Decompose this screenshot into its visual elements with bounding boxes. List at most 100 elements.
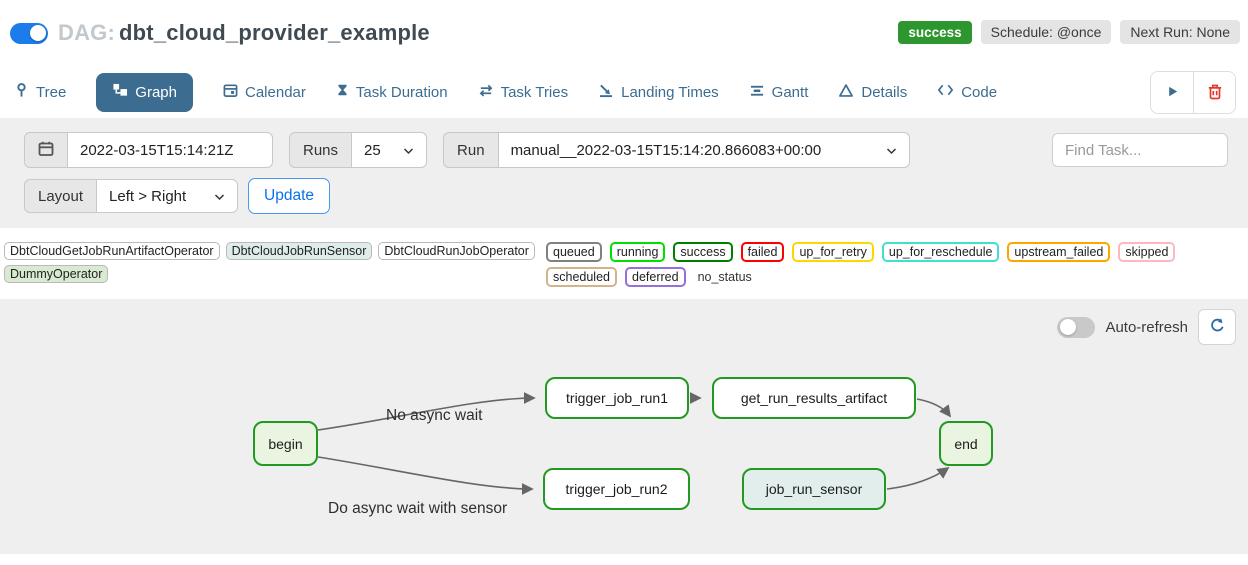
tab-graph[interactable]: Graph (96, 72, 193, 112)
runs-label: Runs (289, 132, 353, 168)
next-run-badge: Next Run: None (1120, 20, 1240, 44)
layout-select[interactable]: Left > Right (96, 179, 239, 213)
dag-header: DAG:dbt_cloud_provider_example success S… (0, 0, 1248, 70)
tab-label: Gantt (771, 83, 809, 101)
view-tabs: Tree Graph Calendar Task Duration Task T… (0, 70, 1248, 114)
state-chip[interactable]: queued (546, 242, 602, 262)
state-chip[interactable]: skipped (1118, 242, 1176, 262)
base-date-field (67, 132, 273, 168)
edge-label: Do async wait with sensor (328, 500, 508, 517)
dag-pause-toggle[interactable] (10, 22, 48, 44)
toggle-knob (29, 25, 46, 41)
dag-name: dbt_cloud_provider_example (119, 20, 430, 45)
state-chip[interactable]: success (673, 242, 733, 262)
task-node-job-run-sensor[interactable]: job_run_sensor (742, 468, 886, 510)
no-status-label: no_status (697, 270, 752, 284)
operator-chip: DbtCloudJobRunSensor (225, 242, 373, 260)
operator-legend: DbtCloudGetJobRunArtifactOperator DbtClo… (4, 242, 546, 283)
tab-label: Details (861, 83, 908, 101)
tab-label: Task Duration (355, 83, 448, 101)
page-title: DAG:dbt_cloud_provider_example (58, 20, 430, 46)
calendar-icon (223, 82, 238, 102)
legend: DbtCloudGetJobRunArtifactOperator DbtClo… (4, 242, 1248, 287)
toggle-knob (1059, 319, 1076, 335)
run-group: Run manual__2022-03-15T15:14:20.866083+0… (443, 132, 910, 168)
dag-title-prefix: DAG: (58, 20, 116, 45)
tab-calendar[interactable]: Calendar (223, 82, 306, 102)
tab-label: Tree (36, 83, 67, 101)
state-chip[interactable]: up_for_reschedule (881, 242, 1000, 262)
tab-label: Calendar (245, 83, 306, 101)
tab-label: Graph (135, 83, 177, 101)
trigger-dag-button[interactable] (1151, 72, 1193, 113)
refresh-button[interactable] (1198, 309, 1236, 345)
edge-sensor-end (886, 466, 950, 490)
run-value: manual__2022-03-15T15:14:20.866083+00:00 (510, 141, 822, 159)
state-chip[interactable]: deferred (625, 267, 686, 287)
chevron-down-icon (403, 142, 414, 159)
edge-begin-run2 (317, 456, 534, 495)
run-label: Run (443, 132, 499, 168)
tab-details[interactable]: Details (838, 83, 907, 102)
state-chip[interactable]: failed (740, 242, 785, 262)
repeat-icon (478, 83, 494, 102)
tab-landing-times[interactable]: Landing Times (598, 83, 719, 102)
runs-value: 25 (364, 141, 381, 159)
operator-chip: DbtCloudGetJobRunArtifactOperator (4, 242, 220, 260)
task-node-end[interactable]: end (939, 421, 993, 466)
auto-refresh-label: Auto-refresh (1105, 318, 1188, 336)
tree-icon (14, 82, 29, 102)
layout-label: Layout (24, 179, 98, 213)
base-date-group (24, 132, 273, 168)
edge-artifact-end (916, 398, 952, 418)
layout-group: Layout Left > Right (24, 179, 239, 213)
state-chip[interactable]: running (609, 242, 666, 262)
find-task-input[interactable] (1052, 133, 1228, 167)
calendar-picker-button[interactable] (24, 132, 68, 168)
graph-panel: No async wait Do async wait with sensor … (0, 299, 1248, 554)
edge-begin-run1 (317, 392, 536, 431)
state-chip[interactable]: up_for_retry (792, 242, 874, 262)
chevron-down-icon (886, 142, 897, 159)
layout-value: Left > Right (109, 187, 187, 205)
status-badge: success (898, 20, 972, 44)
refresh-icon (1209, 317, 1226, 337)
run-select[interactable]: manual__2022-03-15T15:14:20.866083+00:00 (497, 132, 910, 168)
trash-icon (1207, 83, 1223, 103)
task-node-get-run-results-artifact[interactable]: get_run_results_artifact (712, 377, 916, 419)
code-icon (937, 83, 954, 101)
schedule-badge: Schedule: @once (980, 20, 1112, 44)
tab-code[interactable]: Code (937, 83, 997, 101)
filter-panel: Runs 25 Run manual__2022-03-15T15:14:20.… (0, 118, 1248, 228)
tab-task-duration[interactable]: Task Duration (336, 82, 448, 102)
state-chip[interactable]: scheduled (546, 267, 617, 287)
graph-icon (112, 83, 128, 102)
dag-edges (317, 392, 952, 495)
triangle-icon (838, 83, 854, 102)
tab-tree[interactable]: Tree (14, 82, 66, 102)
update-button[interactable]: Update (248, 178, 331, 214)
operator-chip: DummyOperator (4, 265, 109, 283)
runs-group: Runs 25 (289, 132, 428, 168)
tab-label: Code (961, 83, 998, 101)
task-node-trigger-job-run1[interactable]: trigger_job_run1 (545, 377, 689, 419)
runs-select[interactable]: 25 (351, 132, 428, 168)
auto-refresh-toggle[interactable] (1057, 316, 1096, 338)
state-chip[interactable]: upstream_failed (1007, 242, 1111, 262)
task-node-begin[interactable]: begin (253, 421, 318, 466)
task-node-trigger-job-run2[interactable]: trigger_job_run2 (543, 468, 690, 510)
tab-task-tries[interactable]: Task Tries (478, 83, 569, 102)
tab-label: Landing Times (621, 83, 719, 101)
dag-actions-group (1150, 71, 1236, 114)
base-date-input[interactable] (80, 141, 260, 159)
play-icon (1165, 84, 1180, 102)
chevron-down-icon (214, 188, 225, 205)
edge-label: No async wait (386, 407, 483, 424)
plane-landing-icon (598, 83, 614, 102)
operator-chip: DbtCloudRunJobOperator (378, 242, 535, 260)
tab-label: Task Tries (500, 83, 569, 101)
gantt-bars-icon (749, 83, 765, 102)
state-legend: queued running success failed up_for_ret… (546, 242, 1246, 287)
delete-dag-button[interactable] (1193, 72, 1235, 113)
tab-gantt[interactable]: Gantt (749, 83, 809, 102)
